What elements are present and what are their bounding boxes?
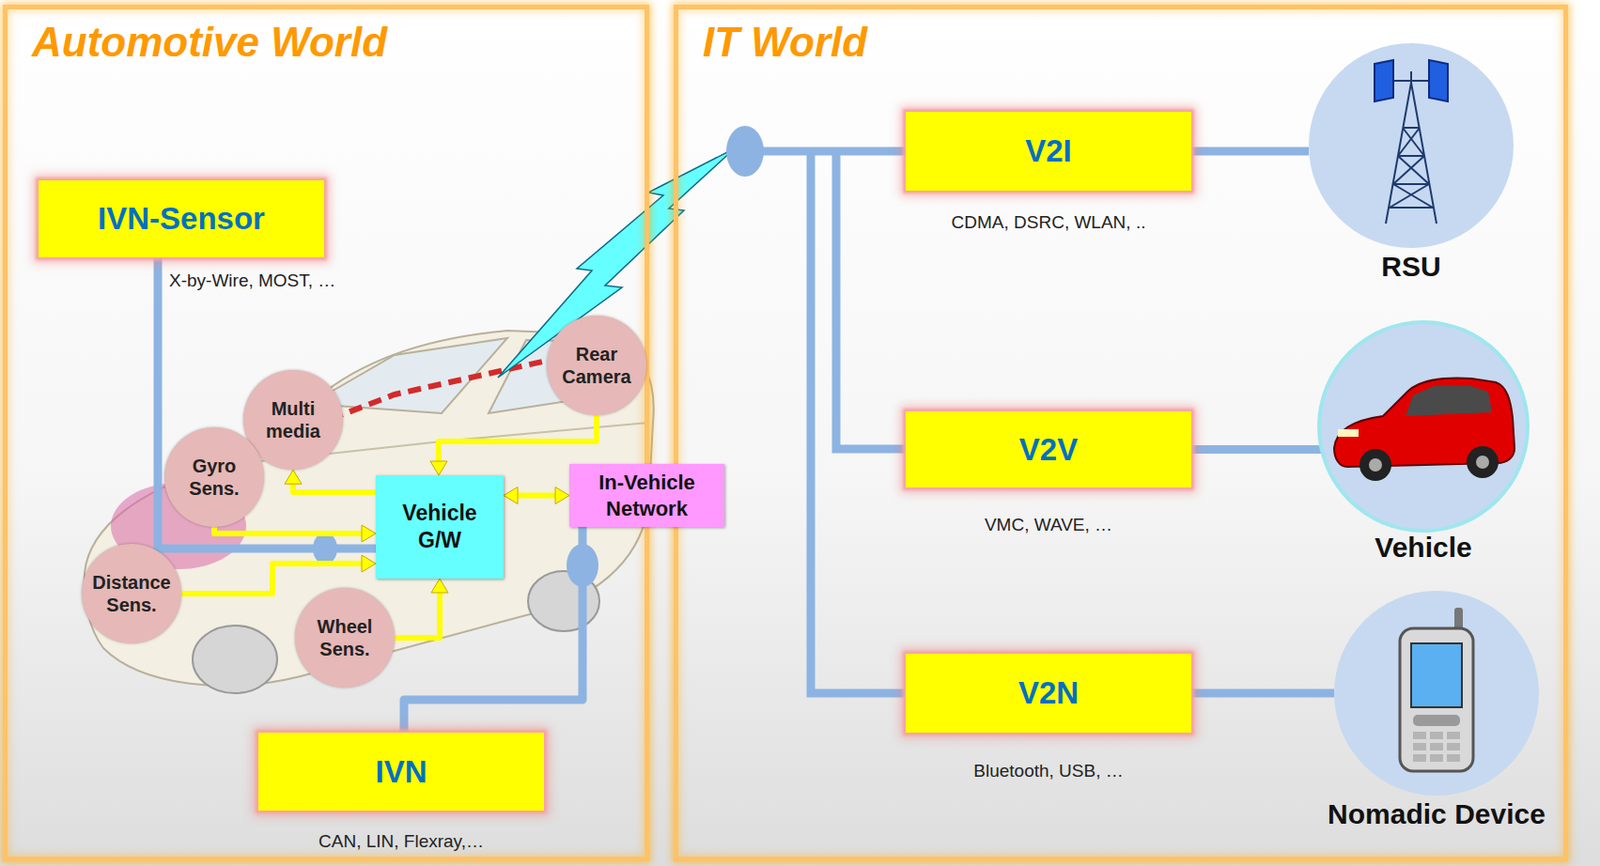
node-label: V2V [1019, 432, 1078, 468]
arrow-head [503, 487, 518, 505]
node-label: V2I [1025, 133, 1072, 170]
bus-line [157, 257, 376, 549]
gateway-box: Vehicle G/W [375, 475, 504, 579]
sensor-circle: Distance Sens. [81, 543, 182, 644]
node-label: Wheel Sens. [304, 615, 386, 661]
region-panel: Automotive WorldIVN-SensorRear CameraMul… [2, 4, 650, 862]
signal-arrow [438, 415, 597, 467]
sensor-circle: Gyro Sens. [164, 427, 265, 528]
bus-line [1191, 689, 1335, 699]
car-illustration [84, 330, 654, 694]
arrow-head [430, 461, 448, 476]
node-label: Gyro Sens. [173, 454, 255, 500]
node-label: Vehicle [1374, 531, 1472, 564]
node-label: Rear Camera [556, 342, 637, 389]
arrow-head [361, 555, 376, 573]
protocol-note: CAN, LIN, Flexray,… [318, 831, 484, 853]
sensor-circle: Wheel Sens. [295, 588, 395, 688]
node-label: RSU [1381, 250, 1441, 283]
process-box: IVN-Sensor [38, 180, 325, 258]
arrow-head [284, 469, 302, 484]
network-box: In-Vehicle Network [569, 464, 725, 528]
node-label: V2N [1018, 675, 1079, 712]
arrow-head [431, 578, 449, 593]
bus-line [745, 151, 906, 694]
process-box: V2N [905, 653, 1192, 733]
car-wheel [192, 625, 278, 694]
node-label: Vehicle G/W [392, 499, 487, 555]
signal-arrow [394, 588, 440, 638]
endpoint-circle: RSU [1308, 43, 1514, 249]
bus-line [1191, 147, 1309, 156]
endpoint-circle: Vehicle [1320, 324, 1526, 529]
bus-junction [726, 125, 764, 177]
signal-arrow [293, 479, 376, 493]
protocol-note: Bluetooth, USB, … [973, 761, 1123, 782]
node-label: Nomadic Device [1327, 798, 1546, 831]
node-label: IVN-Sensor [97, 201, 265, 237]
car-body [84, 330, 654, 686]
process-box: IVN [258, 732, 544, 811]
panel-title: IT World [702, 18, 868, 66]
arrow-head [555, 487, 570, 505]
process-box: V2I [905, 111, 1192, 191]
protocol-note: X-by-Wire, MOST, … [169, 270, 336, 292]
rsu-icon [1308, 43, 1514, 249]
node-label: Distance Sens. [91, 571, 172, 617]
node-label: IVN [374, 754, 427, 791]
signal-arrow [512, 493, 560, 499]
bus-line [1191, 445, 1321, 454]
node-label: Multi media [252, 397, 334, 443]
process-box: V2V [905, 411, 1192, 488]
protocol-note: VMC, WAVE, … [984, 514, 1113, 536]
endpoint-circle: Nomadic Device [1334, 590, 1539, 796]
node-label: In-Vehicle Network [590, 469, 705, 522]
car-icon [1320, 324, 1526, 529]
sensor-circle: Rear Camera [546, 315, 647, 416]
panel-title: Automotive World [31, 18, 388, 66]
signal-arrow [214, 527, 367, 534]
phone-icon [1334, 590, 1539, 796]
region-panel: IT WorldV2I RSU V2V VehicleV2N Nomadic Devic… [673, 4, 1569, 862]
protocol-note: CDMA, DSRC, WLAN, .. [951, 212, 1147, 234]
arrow-head [361, 525, 376, 543]
